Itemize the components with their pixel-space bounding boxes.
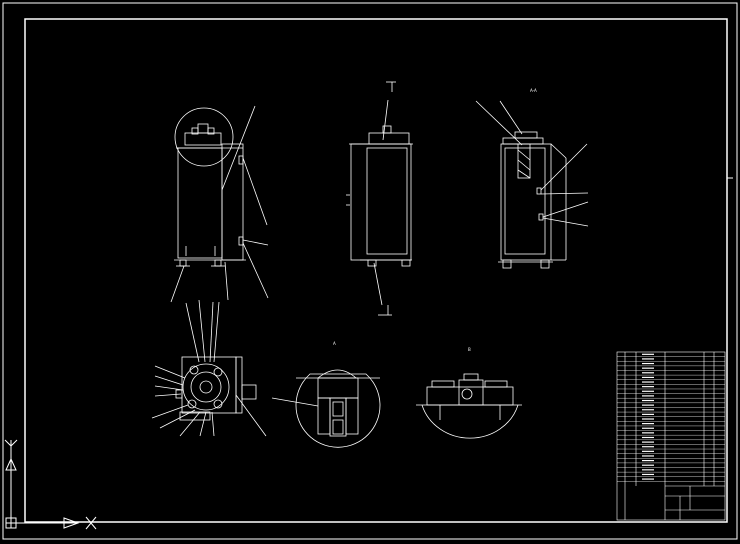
drawing-frame bbox=[24, 18, 728, 523]
view-label-top: A-A bbox=[530, 88, 537, 93]
detail-circle-front bbox=[174, 107, 234, 167]
detail-view-a bbox=[271, 369, 381, 448]
parts-list-table bbox=[616, 351, 726, 521]
ucs-axis-icon bbox=[4, 439, 97, 530]
parts-list-rows bbox=[617, 353, 725, 482]
section-label-a: A bbox=[333, 341, 336, 346]
top-view bbox=[151, 299, 267, 437]
detail-view-b bbox=[416, 373, 522, 439]
section-view bbox=[475, 100, 589, 269]
front-view bbox=[170, 105, 269, 303]
side-view bbox=[346, 81, 413, 316]
section-label-b: B bbox=[468, 347, 471, 352]
